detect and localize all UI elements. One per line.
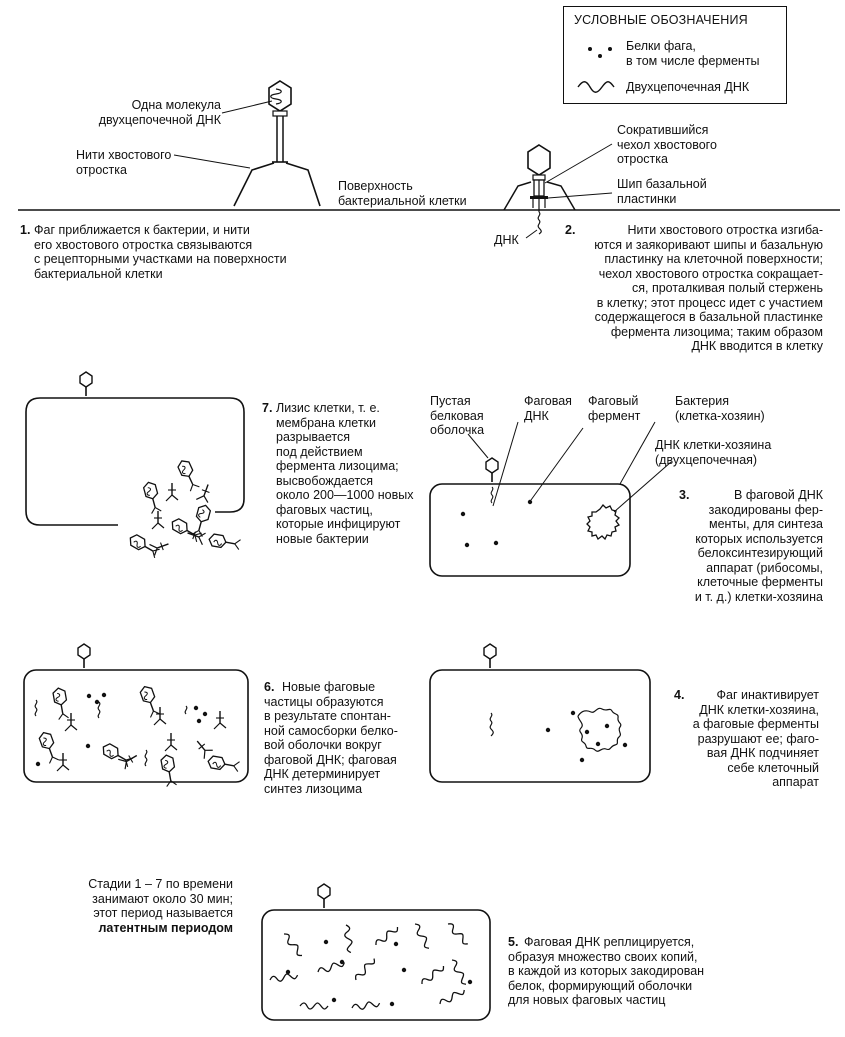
label-contracted-sheath: Сократившийся чехол хвостового отростка: [617, 123, 717, 166]
phage-stage1: [233, 80, 321, 207]
stage4-number: 4.: [674, 688, 685, 702]
stage1-description: Фаг приближается к бактерии, и нити его …: [34, 223, 287, 281]
stage3-number: 3.: [679, 488, 690, 502]
stage5-illustration: [261, 883, 491, 1021]
label-empty-coat: Пустая белковая оболочка: [430, 394, 485, 437]
label-baseplate-spike: Шип базальной пластинки: [617, 177, 707, 206]
stage4-illustration: [429, 643, 651, 783]
label-cell-surface: Поверхность бактериальной клетки: [338, 179, 467, 208]
stage6-illustration: [23, 643, 249, 788]
stage1-illustration: [18, 80, 840, 211]
stage3-illustration: [429, 421, 672, 577]
stage6-number: 6.: [264, 680, 275, 694]
stage4-description: Фаг инактивирует ДНК клетки-хозяина, а ф…: [692, 688, 819, 789]
stage7-number: 7.: [262, 401, 273, 415]
label-phage-dna: Фаговая ДНК: [524, 394, 572, 423]
label-host-dna: ДНК клетки-хозяина (двухцепочечная): [655, 438, 772, 467]
wavy-line-icon: [577, 81, 615, 93]
stage6-description: Новые фаговые частицы образуются в резул…: [264, 680, 398, 796]
label-bacterium: Бактерия (клетка-хозяин): [675, 394, 765, 423]
stage2-illustration: [503, 143, 613, 239]
stage2-description: Нити хвостового отростка изгиба- ются и …: [594, 223, 823, 353]
legend-dna-label: Двухцепочечная ДНК: [626, 80, 750, 94]
latent-period-note: Стадии 1 – 7 по времени занимают около 3…: [88, 877, 233, 920]
stage1-number: 1.: [20, 223, 31, 237]
stage5-description: Фаговая ДНК реплицируется, образуя множе…: [508, 935, 705, 1007]
stage7-illustration: [25, 371, 245, 560]
legend-proteins-label: Белки фага, в том числе ферменты: [626, 39, 760, 68]
dots-icon: [588, 47, 612, 58]
legend-box: УСЛОВНЫЕ ОБОЗНАЧЕНИЯ Белки фага, в том ч…: [563, 6, 787, 104]
label-dna-molecule: Одна молекула двухцепочечной ДНК: [98, 98, 221, 127]
label-tail-fibers: Нити хвостового отростка: [76, 148, 172, 177]
label-phage-enzyme: Фаговый фермент: [588, 394, 641, 423]
stage3-description: В фаговой ДНК закодированы фер- менты, д…: [694, 488, 823, 604]
legend-title: УСЛОВНЫЕ ОБОЗНАЧЕНИЯ: [574, 13, 748, 27]
latent-period-term: латентным периодом: [98, 921, 233, 935]
stage7-description: Лизис клетки, т. е. мембрана клетки разр…: [276, 401, 414, 546]
stage2-number: 2.: [565, 223, 576, 237]
stage5-number: 5.: [508, 935, 519, 949]
label-dna-injected: ДНК: [494, 233, 519, 247]
